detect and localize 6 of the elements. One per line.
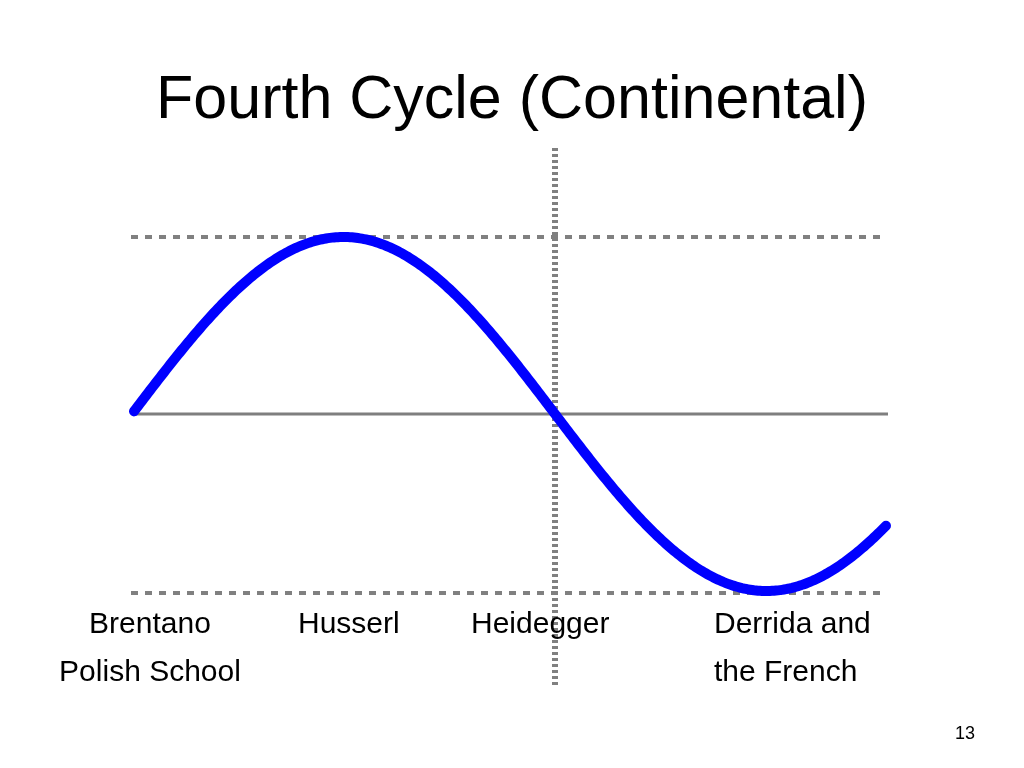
period-label: Brentano Polish School — [58, 605, 242, 689]
period-label: Heidegger — [471, 605, 611, 641]
period-label: Husserl — [298, 605, 401, 641]
slide-title: Fourth Cycle (Continental) — [156, 62, 868, 132]
period-label: Derrida and the French — [714, 605, 872, 689]
page-number: 13 — [955, 722, 977, 744]
